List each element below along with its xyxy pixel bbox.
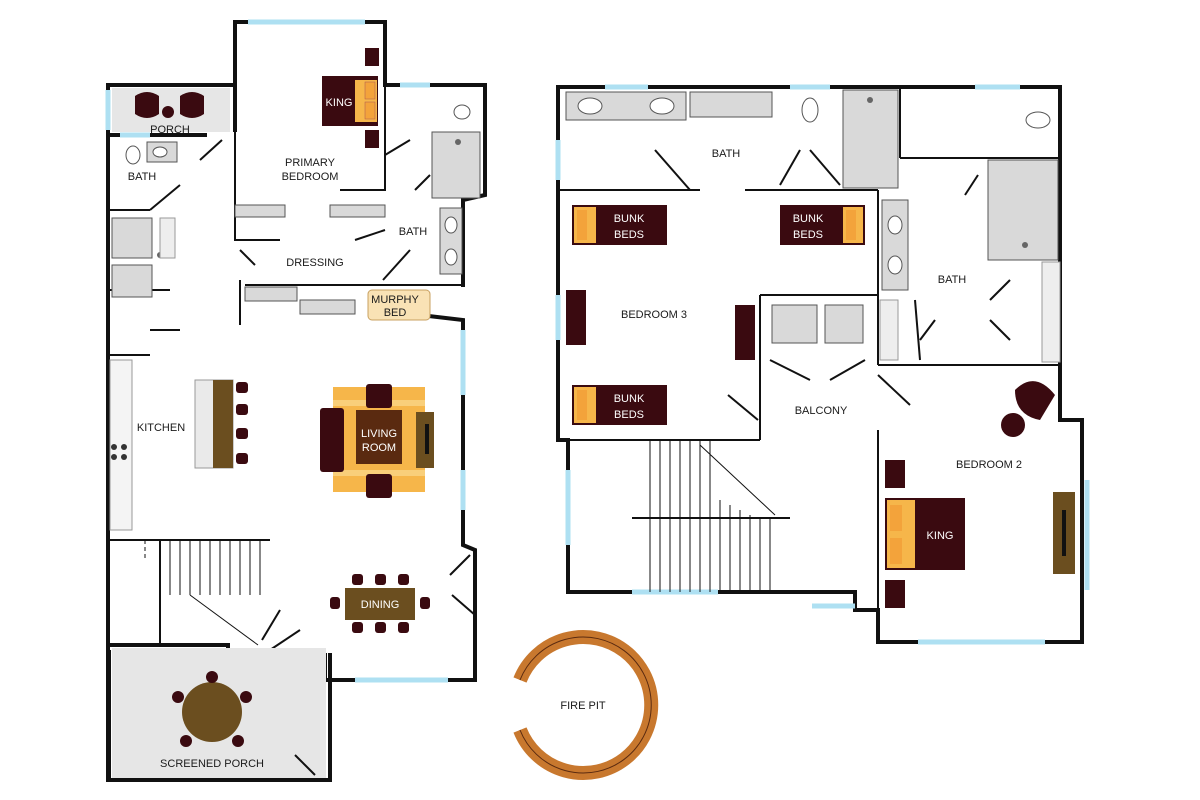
label-dining: DINING [361, 599, 400, 611]
label-balcony: BALCONY [795, 405, 848, 417]
first-floor-stairs [110, 539, 270, 646]
balcony-chairs [771, 304, 864, 344]
label-bath-primary: BATH [399, 226, 428, 238]
fire-pit [513, 630, 659, 780]
label-bedroom2: BEDROOM 2 [956, 459, 1022, 471]
label-bunk1-1: BUNK [614, 213, 645, 225]
label-kitchen: KITCHEN [137, 422, 185, 434]
upper-bath-fixtures [565, 89, 1061, 363]
label-murphy-1: MURPHY [371, 294, 419, 306]
second-floor-walls [555, 84, 1090, 645]
label-bunk3-2: BEDS [614, 409, 644, 421]
bedroom2-furniture [885, 381, 1075, 608]
label-bath-upper: BATH [712, 148, 741, 160]
label-fire-pit: FIRE PIT [560, 700, 606, 712]
living-room-furniture [320, 384, 434, 498]
second-floor-stairs [632, 440, 790, 592]
dressing-furniture [244, 286, 431, 321]
label-king-bedroom2: KING [927, 530, 954, 542]
label-bath-right: BATH [938, 274, 967, 286]
label-primary-bedroom-1: PRIMARY [285, 157, 336, 169]
label-living-2: ROOM [362, 442, 396, 454]
label-bunk1-2: BEDS [614, 229, 644, 241]
label-bunk2-2: BEDS [793, 229, 823, 241]
label-murphy-2: BED [384, 307, 407, 319]
label-porch: PORCH [150, 124, 190, 136]
kitchen-furniture [109, 359, 248, 531]
porch-furniture [112, 88, 230, 132]
dining-furniture [330, 574, 430, 633]
room-labels: PORCH BATH PRIMARY BEDROOM KING DRESSING… [128, 97, 1022, 770]
label-living-1: LIVING [361, 428, 397, 440]
primary-bath-fixtures [431, 104, 481, 275]
label-king-primary: KING [326, 97, 353, 109]
label-bath-small: BATH [128, 171, 157, 183]
label-bunk3-1: BUNK [614, 393, 645, 405]
label-screened-porch: SCREENED PORCH [160, 758, 264, 770]
label-bunk2-1: BUNK [793, 213, 824, 225]
bunk-beds [566, 205, 865, 425]
primary-bedroom-furniture [234, 48, 386, 218]
small-bath-fixtures [111, 141, 178, 298]
screened-porch-furniture [112, 648, 326, 778]
label-dressing: DRESSING [286, 257, 343, 269]
label-primary-bedroom-2: BEDROOM [282, 171, 339, 183]
label-bedroom3: BEDROOM 3 [621, 309, 687, 321]
